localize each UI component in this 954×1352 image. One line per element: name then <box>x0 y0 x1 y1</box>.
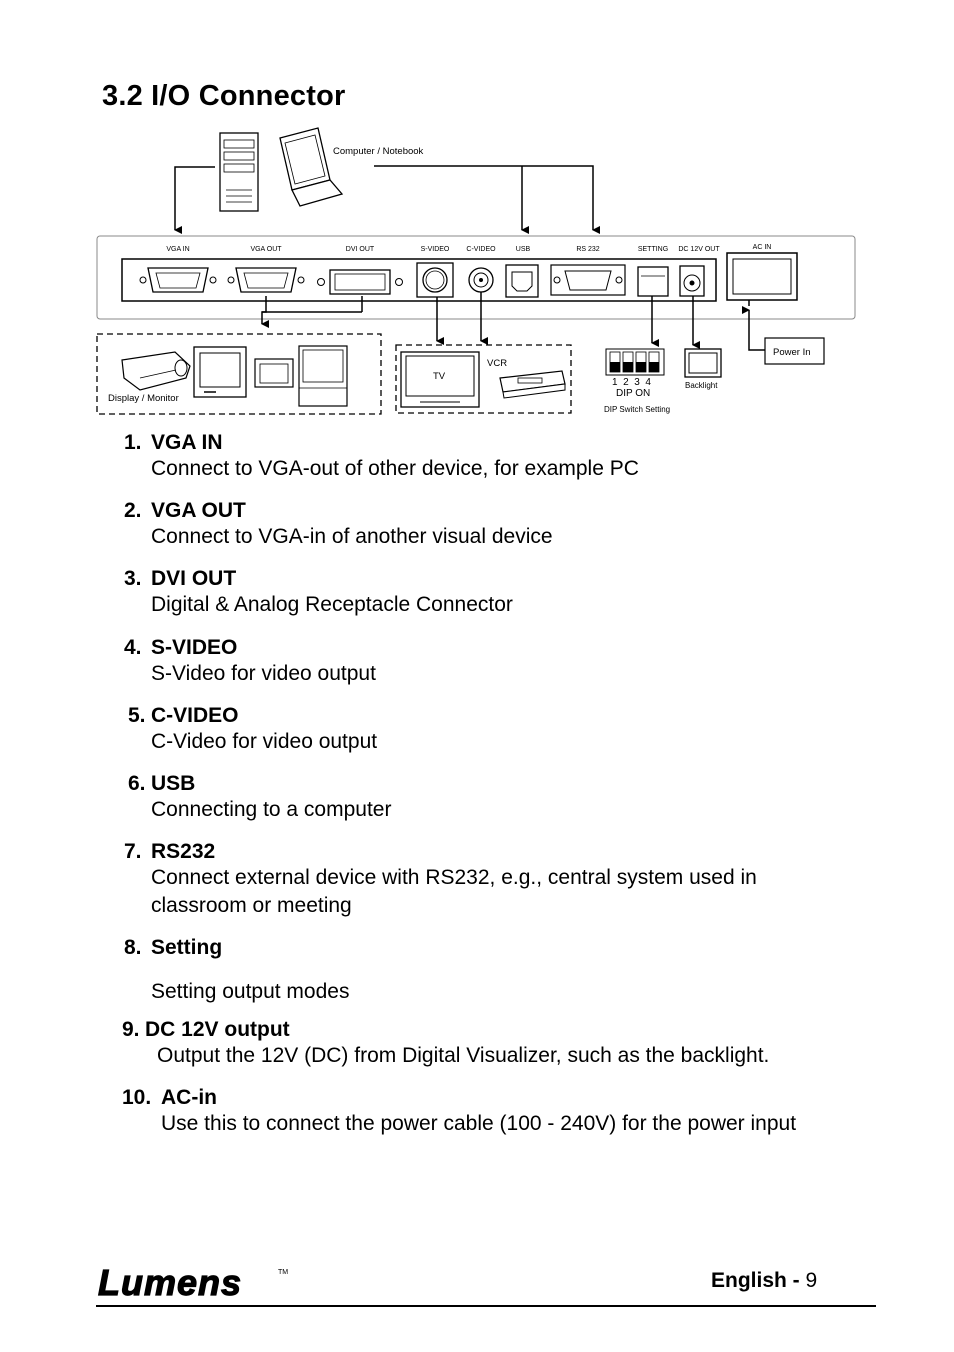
item-description-line: Connect to VGA-in of another visual devi… <box>151 525 553 548</box>
item-number: 10. <box>122 1086 152 1109</box>
power-label: Power In <box>773 347 811 358</box>
item-number: 3. <box>124 567 142 590</box>
port-label-s-video: S-VIDEO <box>421 246 450 253</box>
computer-label: Computer / Notebook <box>333 146 424 157</box>
item-number: 7. <box>124 840 142 863</box>
item-title: RS232 <box>151 840 216 863</box>
item-description: Connect to VGA-out of other device, for … <box>151 455 639 483</box>
page-number-value: 9 <box>805 1269 818 1292</box>
port-label-c-video: C-VIDEO <box>466 246 496 253</box>
item-description: Connect to VGA-in of another visual devi… <box>151 523 553 551</box>
power-connection-line <box>742 306 765 351</box>
computer-tower-icon <box>219 132 259 212</box>
item-description-line: C-Video for video output <box>151 730 378 753</box>
port-label-vga-out: VGA OUT <box>250 246 282 253</box>
item-number: 6. <box>128 772 146 795</box>
rs232-connection-line <box>374 165 600 234</box>
item-title: AC-in <box>161 1086 217 1109</box>
rear-projection-tv-icon <box>298 345 348 407</box>
display-group-box <box>96 333 382 415</box>
item-number: 5. <box>128 704 146 727</box>
projector-icon <box>121 351 191 391</box>
notebook-icon <box>279 127 344 207</box>
port-label-dvi-out: DVI OUT <box>346 246 375 253</box>
port-label-ac-in: AC IN <box>753 244 772 251</box>
item-title: DVI OUT <box>151 567 237 590</box>
usb-port <box>505 264 539 298</box>
dip-on-label: DIP ON <box>616 388 650 399</box>
footer-divider <box>96 1305 876 1307</box>
ac-in-port <box>726 252 798 301</box>
tv-icon <box>400 351 480 408</box>
crt-monitor-icon <box>193 346 247 398</box>
backlight-label: Backlight <box>685 381 718 390</box>
item-number: 1. <box>124 431 142 454</box>
item-description-line: classroom or meeting <box>151 894 352 917</box>
dip-caption: DIP Switch Setting <box>604 405 670 414</box>
s-video-port <box>416 262 454 298</box>
tv-label: TV <box>433 371 446 382</box>
setting-switch <box>637 266 669 297</box>
item-description: Connect external device with RS232, e.g.… <box>151 864 757 920</box>
dip-numbers: 1 2 3 4 <box>612 377 651 388</box>
vga-out-port <box>227 267 305 293</box>
logo-wordmark: Lumens <box>98 1262 242 1302</box>
item-description-line: Setting output modes <box>151 980 350 1003</box>
item-description-line: Connect to VGA-out of other device, for … <box>151 457 639 480</box>
backlight-icon <box>684 348 722 378</box>
page-number: English - 9 <box>711 1269 817 1293</box>
item-description: Connecting to a computer <box>151 796 391 824</box>
dc-12v-port <box>679 265 705 297</box>
logo-trademark: TM <box>278 1269 288 1276</box>
page-label: English - <box>711 1269 806 1292</box>
item-description: Digital & Analog Receptacle Connector <box>151 591 513 619</box>
port-label-usb: USB <box>516 246 531 253</box>
vcr-icon <box>499 370 566 399</box>
power-in-box <box>764 337 825 365</box>
item-number: 9. <box>122 1018 140 1041</box>
item-title: Setting <box>151 936 223 959</box>
display-label: Display / Monitor <box>108 393 179 404</box>
vcr-label: VCR <box>487 358 507 369</box>
port-label-vga-in: VGA IN <box>166 246 189 253</box>
item-title: DC 12V output <box>145 1018 290 1041</box>
item-description-line: Digital & Analog Receptacle Connector <box>151 593 513 616</box>
port-label-rs232: RS 232 <box>576 246 599 253</box>
port-label-dc-12v-out: DC 12V OUT <box>678 246 720 253</box>
item-title: S-VIDEO <box>151 636 238 659</box>
item-description: Use this to connect the power cable (100… <box>161 1110 796 1138</box>
item-number: 4. <box>124 636 142 659</box>
item-title: C-VIDEO <box>151 704 239 727</box>
item-number: 8. <box>124 936 142 959</box>
item-description-line: S-Video for video output <box>151 662 376 685</box>
vga-in-connection-line <box>174 166 215 234</box>
lumens-logo: Lumens TM <box>97 1262 288 1302</box>
item-description: Output the 12V (DC) from Digital Visuali… <box>157 1042 769 1070</box>
dvi-out-port <box>317 269 403 295</box>
item-description: Setting output modes <box>151 978 349 1006</box>
tv-vcr-group-box <box>395 344 572 414</box>
item-title: VGA OUT <box>151 499 246 522</box>
item-description-line: Connecting to a computer <box>151 798 392 821</box>
item-description: S-Video for video output <box>151 660 376 688</box>
dip-switch-icon <box>605 348 665 376</box>
item-description-line: Use this to connect the power cable (100… <box>161 1112 797 1135</box>
item-description: C-Video for video output <box>151 728 377 756</box>
port-labels: VGA IN VGA OUT DVI OUT S-VIDEO C-VIDEO U… <box>166 244 771 253</box>
lcd-monitor-icon <box>254 358 294 388</box>
section-title: 3.2 I/O Connector <box>102 80 346 112</box>
item-description-line: Output the 12V (DC) from Digital Visuali… <box>157 1044 770 1067</box>
item-description-line: Connect external device with RS232, e.g.… <box>151 866 757 889</box>
item-title: VGA IN <box>151 431 223 454</box>
vga-in-port <box>139 267 217 293</box>
port-label-setting: SETTING <box>638 246 668 253</box>
item-title: USB <box>151 772 196 795</box>
io-connector-diagram: Computer / Notebook VGA IN VGA OUT DVI O… <box>96 127 856 415</box>
rs232-port <box>550 264 626 296</box>
item-number: 2. <box>124 499 142 522</box>
c-video-port <box>468 267 494 293</box>
